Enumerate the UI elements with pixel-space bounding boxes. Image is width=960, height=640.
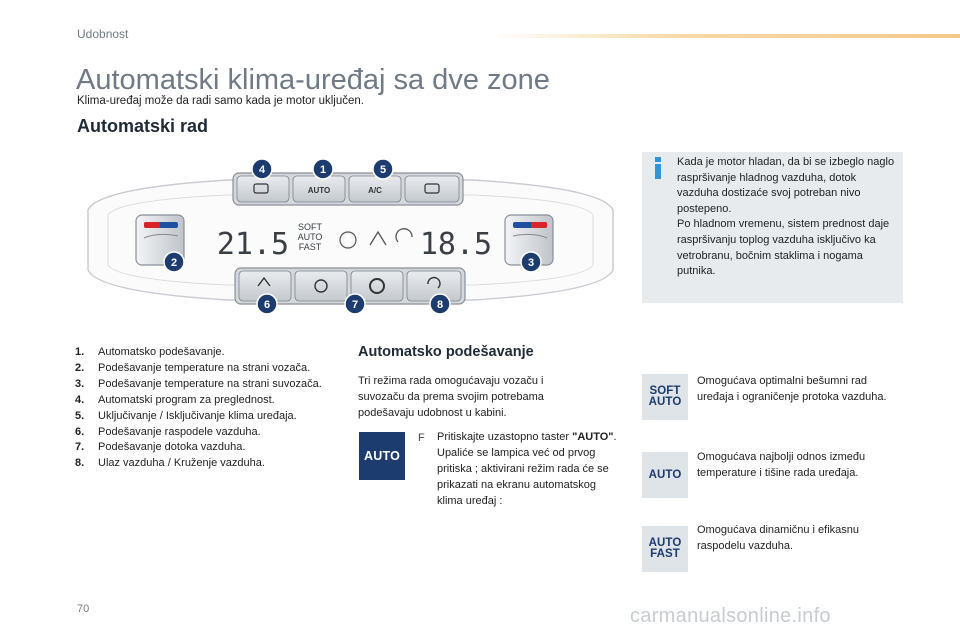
svg-text:3: 3 (528, 257, 534, 269)
auto-section-description: Tri režima rada omogućavaju vozaču i suv… (358, 375, 544, 419)
press-instruction: Pritiskajte uzastopno taster "AUTO". Upa… (437, 431, 617, 507)
legend-item: 2.Podešavanje temperature na strani voza… (75, 361, 311, 374)
svg-text:6: 6 (264, 299, 270, 311)
section-title: Automatski rad (77, 116, 209, 136)
legend-item: 1.Automatsko podešavanje. (75, 346, 225, 358)
legend-item: 4.Automatski program za preglednost. (75, 393, 275, 406)
callout-7: 7 (344, 293, 366, 315)
callout-3: 3 (520, 251, 542, 273)
display-fast: FAST (299, 242, 322, 252)
legend-list: 1.Automatsko podešavanje. 2.Podešavanje … (75, 345, 330, 472)
bullet-icon: F (418, 432, 425, 444)
callout-2: 2 (163, 251, 185, 273)
svg-text:4: 4 (259, 164, 266, 176)
info-text-paragraph-2: Po hladnom vremenu, sistem prednost daje… (677, 218, 890, 278)
auto-mode-description: Omogućava najbolji odnos između temperat… (697, 451, 866, 479)
legend-item: 8.Ulaz vazduha / Kruženje vazduha. (75, 457, 265, 470)
right-temperature-readout: 18.5 (420, 227, 492, 262)
svg-text:8: 8 (437, 299, 443, 311)
climate-panel-illustration: AUTO A/C 21.5 SOFT AUTO FAST 18.5 4 1 5 … (87, 158, 614, 315)
page-title: Automatski klima-uređaj sa dve zone (76, 64, 550, 96)
svg-text:1: 1 (320, 164, 326, 176)
svg-text:2: 2 (171, 257, 177, 269)
section-header: Udobnost (77, 27, 129, 41)
legend-item: 6.Podešavanje raspodele vazduha. (75, 425, 261, 438)
display-auto: AUTO (298, 232, 323, 242)
display-soft: SOFT (298, 222, 323, 232)
auto-fast-description: Omogućava dinamičnu i efikasnu raspodelu… (697, 524, 860, 552)
ac-button-label: A/C (368, 186, 382, 195)
left-temperature-readout: 21.5 (217, 227, 289, 262)
page-number: 70 (77, 603, 90, 615)
watermark: carmanualsonline.info (630, 605, 831, 627)
auto-key-badge: AUTO (359, 432, 405, 480)
legend-item: 5.Uključivanje / Isključivanje klima ure… (75, 409, 297, 422)
callout-1: 1 (312, 158, 334, 180)
legend-item: 3.Podešavanje temperature na strani suvo… (75, 377, 322, 390)
callout-6: 6 (256, 293, 278, 315)
svg-text:7: 7 (352, 299, 358, 311)
svg-text:5: 5 (380, 164, 386, 176)
info-text: Kada je motor hladan, da bi se izbeglo n… (677, 155, 899, 280)
legend-item: 7.Podešavanje dotoka vazduha. (75, 441, 246, 454)
info-text-paragraph-1: Kada je motor hladan, da bi se izbeglo n… (677, 156, 895, 215)
header-accent-bar (490, 34, 960, 38)
info-icon (655, 157, 661, 179)
callout-5: 5 (372, 158, 394, 180)
callout-4: 4 (251, 158, 273, 180)
page-subtitle: Klima-uređaj može da radi samo kada je m… (77, 95, 364, 107)
soft-auto-description: Omogućava optimalni bešumni rad uređaja … (697, 375, 887, 403)
callout-8: 8 (429, 293, 451, 315)
auto-button-label: AUTO (308, 186, 331, 195)
info-box (642, 152, 903, 303)
auto-section-title: Automatsko podešavanje (358, 344, 534, 360)
auto-mode-badge: AUTO (642, 452, 688, 498)
